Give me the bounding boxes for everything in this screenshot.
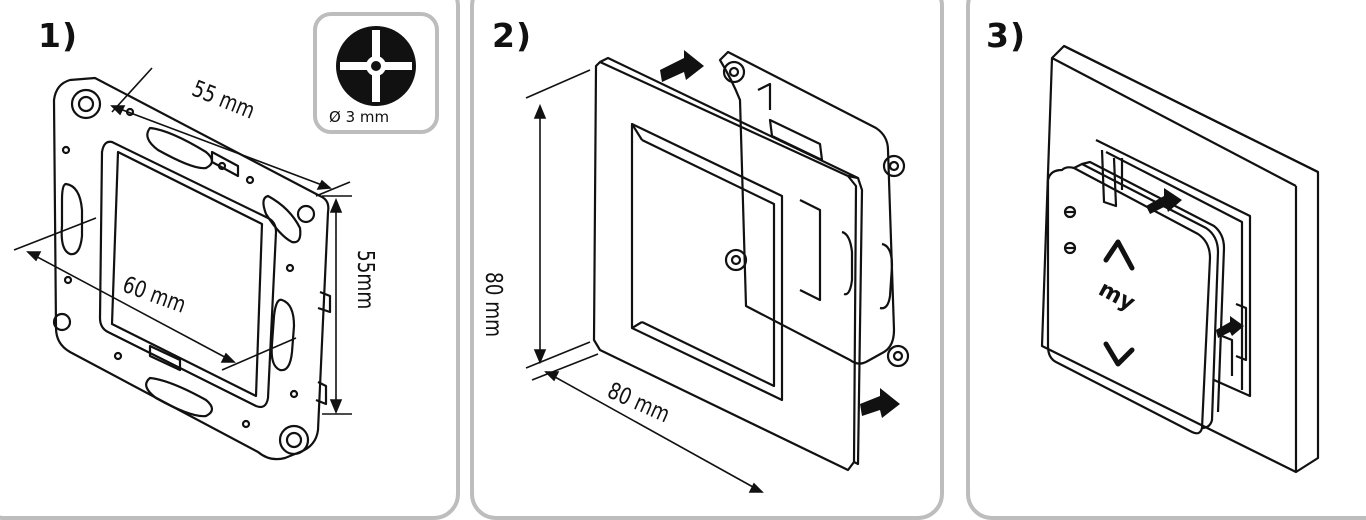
switch-assembly-drawing bbox=[1040, 44, 1320, 474]
phillips-screw-icon bbox=[336, 26, 416, 106]
step-2-panel bbox=[470, 0, 944, 520]
step-2-number: 2) bbox=[492, 16, 533, 55]
screwdriver-inset: Ø 3 mm bbox=[313, 12, 439, 134]
step-3-number: 3) bbox=[986, 16, 1027, 55]
screwdriver-diameter-label: Ø 3 mm bbox=[329, 108, 390, 126]
step-1-number: 1) bbox=[38, 16, 79, 55]
step-3-panel bbox=[966, 0, 1366, 520]
mounting-bracket-drawing bbox=[13, 67, 352, 461]
frame-height-label: 80 mm bbox=[480, 272, 506, 338]
frame-assembly-drawing bbox=[525, 50, 910, 493]
dimension-height-label: 55mm bbox=[352, 250, 378, 310]
